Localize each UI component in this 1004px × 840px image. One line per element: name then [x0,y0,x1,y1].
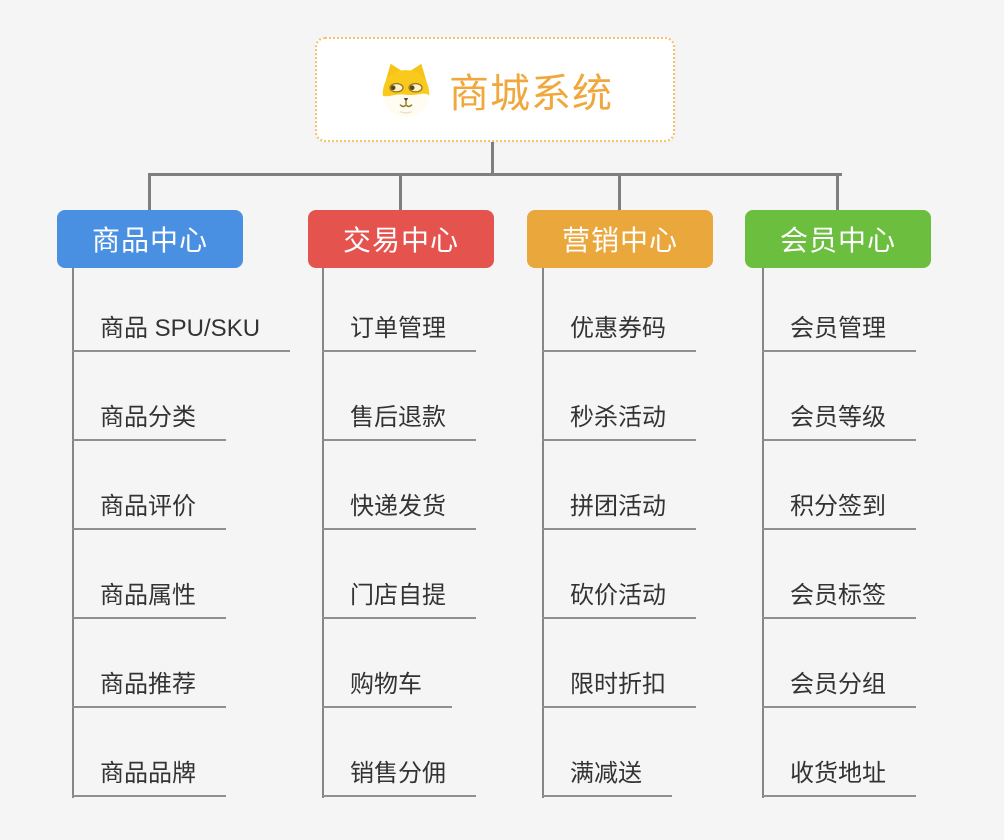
leaf-node[interactable]: 快递发货 [322,494,476,530]
connector-trunk [322,267,324,798]
connector-drop [836,175,839,211]
leaf-node[interactable]: 积分签到 [762,494,916,530]
connector-drop [148,175,151,211]
branch-node-product-center[interactable]: 商品中心 [57,210,243,268]
leaf-node[interactable]: 商品评价 [72,494,226,530]
leaf-node[interactable]: 收货地址 [762,761,916,797]
branch-node-member-center[interactable]: 会员中心 [745,210,931,268]
leaf-node[interactable]: 售后退款 [322,405,476,441]
leaf-node[interactable]: 购物车 [322,672,452,708]
branch-children-product-center: 商品 SPU/SKU 商品分类 商品评价 商品属性 商品推荐 商品品牌 [72,316,291,797]
branch-node-marketing-center[interactable]: 营销中心 [527,210,713,268]
leaf-node[interactable]: 拼团活动 [542,494,696,530]
connector-root-stem [491,141,494,175]
leaf-node[interactable]: 会员管理 [762,316,916,352]
leaf-node[interactable]: 砍价活动 [542,583,696,619]
branch-children-member-center: 会员管理 会员等级 积分签到 会员标签 会员分组 收货地址 [762,316,916,797]
root-title: 商城系统 [449,71,613,116]
leaf-node[interactable]: 会员等级 [762,405,916,441]
branch-children-marketing-center: 优惠券码 秒杀活动 拼团活动 砍价活动 限时折扣 满减送 [542,316,696,797]
connector-bus [148,173,842,176]
leaf-node[interactable]: 优惠券码 [542,316,696,352]
root-node[interactable]: 商城系统 [315,37,675,142]
branch-node-trade-center[interactable]: 交易中心 [308,210,494,268]
leaf-node[interactable]: 销售分佣 [322,761,476,797]
leaf-node[interactable]: 商品属性 [72,583,226,619]
leaf-node[interactable]: 会员标签 [762,583,916,619]
branch-children-trade-center: 订单管理 售后退款 快递发货 门店自提 购物车 销售分佣 [322,316,476,797]
leaf-node[interactable]: 秒杀活动 [542,405,696,441]
leaf-node[interactable]: 商品 SPU/SKU [72,316,291,352]
leaf-node[interactable]: 门店自提 [322,583,476,619]
leaf-node[interactable]: 商品品牌 [72,761,226,797]
leaf-node[interactable]: 订单管理 [322,316,476,352]
connector-trunk [542,267,544,798]
connector-drop [399,175,402,211]
shiba-dog-icon [377,61,435,119]
leaf-node[interactable]: 限时折扣 [542,672,696,708]
leaf-node[interactable]: 满减送 [542,761,672,797]
leaf-node[interactable]: 商品推荐 [72,672,226,708]
leaf-node[interactable]: 商品分类 [72,405,226,441]
leaf-node[interactable]: 会员分组 [762,672,916,708]
connector-trunk [72,267,74,798]
connector-trunk [762,267,764,798]
connector-drop [618,175,621,211]
